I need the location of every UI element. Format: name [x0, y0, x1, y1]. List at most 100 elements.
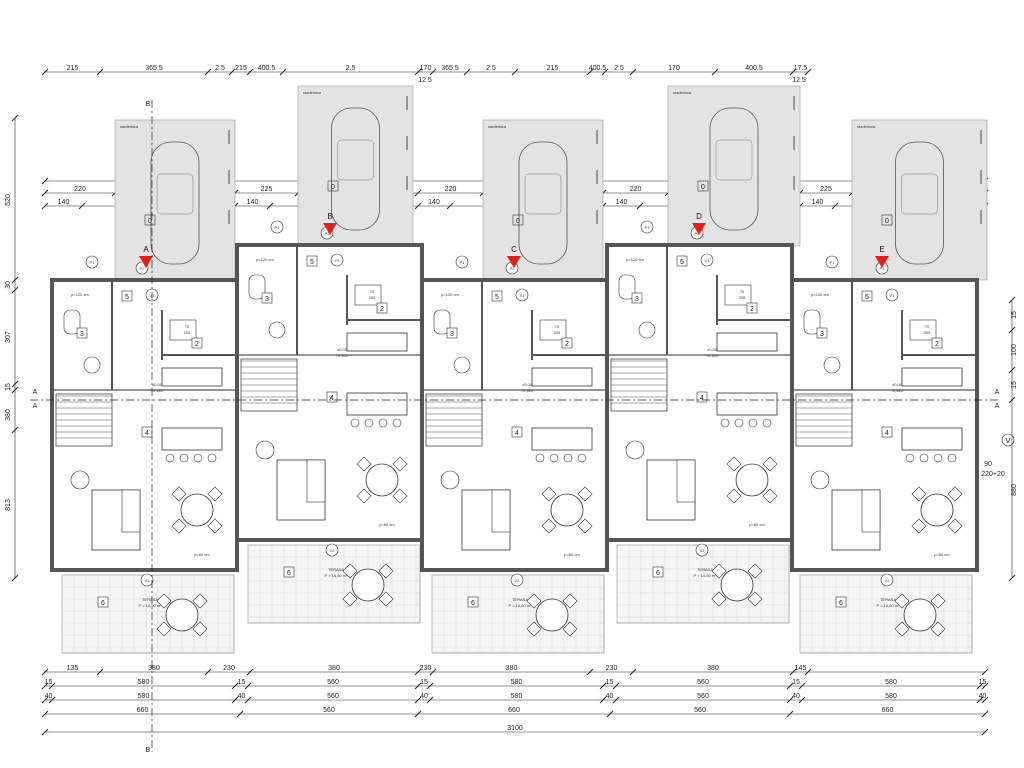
- dim-tick: [41, 668, 49, 676]
- room-number: 5: [495, 294, 499, 301]
- dim-tick: [586, 68, 594, 76]
- stairs: [795, 393, 853, 447]
- toilet: [248, 274, 266, 300]
- terrace-number: 6: [471, 600, 475, 607]
- left-dim-label: 15: [5, 383, 12, 391]
- bottom-dim-row1-label: 380: [707, 665, 719, 672]
- sink: [909, 319, 937, 341]
- bar-stool: [734, 418, 744, 428]
- dining-chair: [541, 486, 557, 502]
- terrace-area-label: P = 14,50 m²: [325, 573, 349, 578]
- toilet: [618, 274, 636, 300]
- right-dim-label: 100: [1011, 344, 1018, 356]
- window-tag-label: P1: [90, 260, 96, 265]
- dim-tick: [11, 426, 19, 434]
- kitchen-counter: [901, 367, 963, 387]
- terrace-area-label: P = 14,50 m²: [877, 603, 901, 608]
- dim-tick: [629, 668, 637, 676]
- section-mark-a-left2: A: [33, 403, 38, 410]
- door-dim: 70: [370, 289, 375, 294]
- unit-letter: B: [327, 212, 332, 221]
- top-dim-row3-label: 140: [58, 199, 70, 206]
- room-number-box: [861, 290, 873, 302]
- kitchen-counter: [161, 367, 223, 387]
- window-tag-label: P1: [460, 260, 466, 265]
- section-mark-a-left: A: [33, 389, 38, 396]
- terrace-table: [165, 598, 199, 632]
- bottom-dim-row2-label: 580: [885, 679, 897, 686]
- bottom-dim-row1-label: 230: [420, 665, 432, 672]
- terrace-number: 6: [287, 570, 291, 577]
- sink: [354, 284, 382, 306]
- room-number: 3: [635, 296, 639, 303]
- bottom-dim-row1-label: 230: [606, 665, 618, 672]
- terrace-area-label: P = 14,50 m²: [694, 573, 718, 578]
- bar-stool: [919, 453, 929, 463]
- bottom-dim-row3-label: 40: [45, 693, 53, 700]
- car-outline: [709, 107, 759, 231]
- dim-tick: [786, 682, 794, 690]
- right-dim-label: 220+20: [981, 471, 1005, 478]
- parapet-label: p=60 cm: [934, 552, 950, 557]
- bar-stool: [748, 418, 758, 428]
- bottom-dim-row2-label: 15: [606, 679, 614, 686]
- bottom-dim-row4-label: 660: [137, 707, 149, 714]
- dining-chair: [947, 486, 963, 502]
- top-dim-row1-label: 17.5: [794, 65, 808, 72]
- bar-stool: [535, 453, 545, 463]
- top-dim-row2-label: 220: [445, 186, 457, 193]
- dim-tick: [204, 668, 212, 676]
- dim-tick: [981, 682, 989, 690]
- dim-tick: [599, 682, 607, 690]
- dining-chair: [947, 518, 963, 534]
- dim-tick: [981, 728, 989, 736]
- room-number: 4: [700, 395, 704, 402]
- entrance-marker: [692, 223, 706, 235]
- dining-chair: [762, 456, 778, 472]
- car-outline: [150, 141, 200, 265]
- parking-number-box: [512, 214, 524, 226]
- window-tag-label: V2: [145, 578, 151, 583]
- dim-tick: [463, 68, 471, 76]
- bar-stool: [905, 453, 915, 463]
- dim-tick: [426, 682, 434, 690]
- terrace-chair: [747, 563, 763, 579]
- terrace-area: [616, 544, 790, 624]
- section-mark-a-right: A: [995, 389, 1000, 396]
- terrace-area-label: P = 14,50 m²: [509, 603, 533, 608]
- dim-tick: [11, 276, 19, 284]
- bottom-dim-row4-label: 560: [694, 707, 706, 714]
- parapet-label: p=60 cm: [379, 522, 395, 527]
- door-dim: 205: [554, 330, 561, 335]
- terrace-area-label: P = 14,50 m²: [139, 603, 163, 608]
- terrace-table: [720, 568, 754, 602]
- parking-number: 0: [701, 184, 705, 191]
- left-dim-label: 380: [5, 409, 12, 421]
- car-cabin: [901, 173, 938, 215]
- dining-chair: [356, 456, 372, 472]
- kitchen-island: [901, 427, 963, 451]
- room-number-box: [696, 391, 708, 403]
- room-number-box: [491, 290, 503, 302]
- dim-tick: [586, 668, 594, 676]
- dim-tick: [414, 682, 422, 690]
- parking-label: razdelnica: [673, 90, 692, 95]
- washer: [83, 356, 101, 374]
- dim-tick: [1008, 326, 1016, 334]
- dim-tick: [279, 68, 287, 76]
- bottom-dim-row2-label: 560: [327, 679, 339, 686]
- window-tag: [885, 288, 899, 302]
- parking-number-box: [144, 214, 156, 226]
- car-outline: [518, 141, 568, 265]
- top-dim-row1-label: 365.5: [145, 65, 163, 72]
- room-number: 4: [885, 430, 889, 437]
- bar-stool: [378, 418, 388, 428]
- top-dim-row1-label: 170: [420, 65, 432, 72]
- door-dim: 205: [369, 295, 376, 300]
- parapet-label: p=120 cm: [811, 292, 829, 297]
- left-dim-label: 307: [5, 331, 12, 343]
- terrace-chair: [894, 621, 910, 637]
